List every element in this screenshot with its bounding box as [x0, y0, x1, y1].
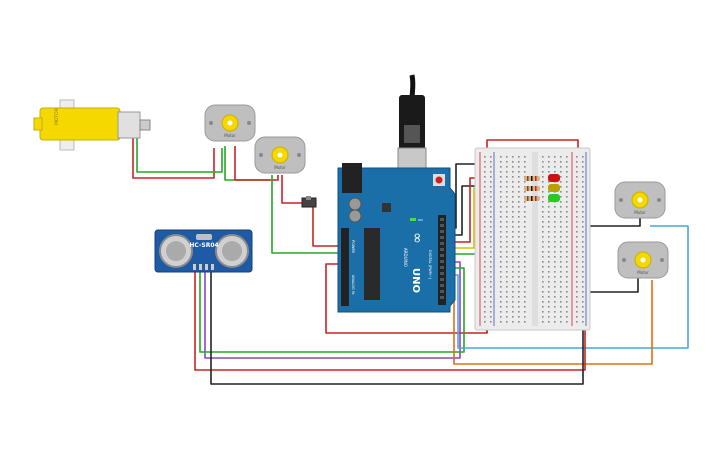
dc-motor-4-label: Motor	[637, 270, 649, 275]
arduino-on-label: ON	[418, 218, 423, 222]
wire-motor3-black[interactable]	[583, 218, 641, 227]
dc-motor-1-label: Motor	[224, 133, 236, 138]
ultrasonic-sensor[interactable]: HC-SR04	[154, 229, 253, 273]
arduino-logo: ∞	[409, 232, 425, 244]
power-header	[341, 228, 349, 306]
dc-motor-1[interactable]: Motor	[204, 104, 256, 142]
arduino-model: UNO	[410, 268, 421, 293]
wire-motor4-black[interactable]	[583, 278, 639, 293]
led-array	[524, 174, 560, 202]
led-green[interactable]	[548, 194, 560, 202]
gear-motor-label: MOTOR	[54, 108, 60, 125]
arduino-uno[interactable]: ON ∞ ARDUINO UNO DIGITAL (PWM~) POWER AN…	[337, 74, 456, 313]
wire-motor1-red[interactable]	[234, 146, 279, 181]
gear-motor-can	[117, 111, 141, 139]
gear-motor-tab	[33, 117, 43, 131]
dc-motor-3[interactable]: Motor	[614, 181, 666, 219]
wire-d-cyan[interactable]	[448, 225, 689, 349]
gear-motor-back	[139, 119, 151, 131]
led-yellow[interactable]	[548, 184, 560, 192]
atmega-chip	[364, 228, 380, 300]
ultrasonic-label: HC-SR04	[189, 242, 218, 249]
power-header-label: POWER	[351, 240, 355, 254]
gear-motor-shaft-bottom	[59, 139, 75, 151]
wire-motor2-red[interactable]	[281, 175, 303, 204]
analog-header-label: ANALOG IN	[351, 275, 355, 295]
digital-header-label: DIGITAL (PWM~)	[428, 250, 432, 280]
arduino-brand: ARDUINO	[403, 248, 408, 267]
breadboard[interactable]	[474, 147, 591, 331]
gear-motor-body	[39, 107, 121, 141]
resistor-1[interactable]	[524, 176, 540, 181]
gear-motor[interactable]: MOTOR	[33, 99, 151, 151]
wire-d-green[interactable]	[199, 267, 465, 353]
dc-motor-2-label: Motor	[274, 165, 286, 170]
wire-switch-red[interactable]	[312, 203, 341, 247]
dc-motor-4[interactable]: Motor	[617, 241, 669, 279]
wire-gear-motor-red[interactable]	[132, 137, 215, 179]
slide-switch[interactable]	[301, 196, 317, 208]
power-jack	[342, 163, 362, 193]
dc-motor-3-label: Motor	[634, 210, 646, 215]
resistor-2[interactable]	[524, 186, 540, 191]
wire-d-purple[interactable]	[204, 261, 461, 359]
wire-motor2-green[interactable]	[271, 175, 340, 254]
resistor-3[interactable]	[524, 196, 540, 201]
wire-us-black[interactable]	[210, 268, 584, 385]
dc-motor-2[interactable]: Motor	[254, 136, 306, 174]
wire-gear-motor-green[interactable]	[136, 137, 223, 173]
led-red[interactable]	[548, 174, 560, 182]
